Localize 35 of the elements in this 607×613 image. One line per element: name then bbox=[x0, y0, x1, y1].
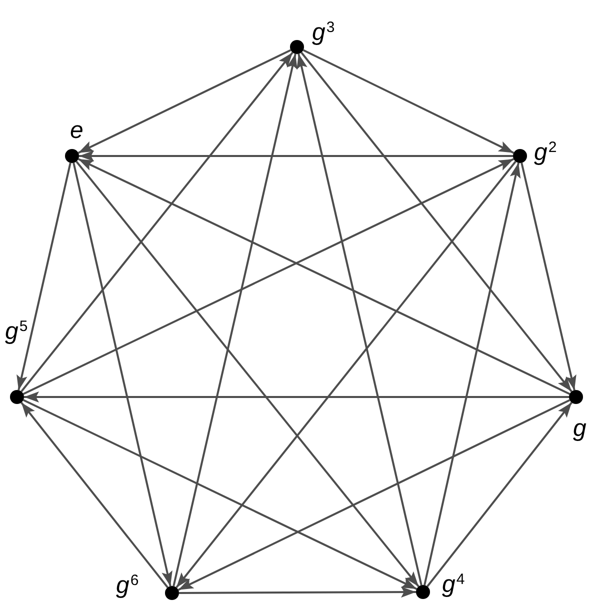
arrow bbox=[424, 162, 521, 586]
arrow bbox=[172, 54, 298, 586]
vertex-label: g$^{2}$ bbox=[534, 141, 557, 165]
vertex-label: g$^{6}$ bbox=[116, 574, 139, 598]
arrow bbox=[22, 158, 514, 395]
vertex-dot bbox=[65, 149, 79, 163]
vertex-label: g$^{5}$ bbox=[5, 320, 28, 344]
arrow bbox=[16, 162, 72, 390]
arrow bbox=[72, 162, 172, 586]
vertex-dot bbox=[513, 149, 527, 163]
vertex-dot bbox=[10, 390, 24, 404]
arrow bbox=[520, 162, 576, 390]
vertex-dot bbox=[165, 586, 179, 600]
arrow bbox=[178, 399, 570, 591]
arrow bbox=[24, 392, 569, 402]
arrow bbox=[302, 49, 514, 154]
arrow bbox=[20, 402, 168, 588]
vertex-dot bbox=[569, 390, 583, 404]
arrow bbox=[300, 52, 572, 392]
vertex-label: g$^{4}$ bbox=[442, 573, 465, 597]
vertex-label: e bbox=[70, 119, 84, 143]
vertex-dot bbox=[416, 585, 430, 599]
arrow bbox=[76, 160, 420, 588]
arrow bbox=[296, 54, 422, 586]
arrow bbox=[20, 52, 294, 392]
arrow bbox=[78, 49, 292, 154]
vertex-dot bbox=[290, 40, 304, 54]
arrow bbox=[426, 402, 572, 588]
arrow bbox=[179, 586, 416, 598]
arrow bbox=[78, 158, 570, 395]
arrow bbox=[79, 150, 513, 162]
arrow bbox=[176, 160, 516, 588]
vertex-label: g$^{3}$ bbox=[312, 21, 335, 45]
vertex-label: g bbox=[573, 417, 586, 441]
arrow bbox=[22, 399, 418, 590]
